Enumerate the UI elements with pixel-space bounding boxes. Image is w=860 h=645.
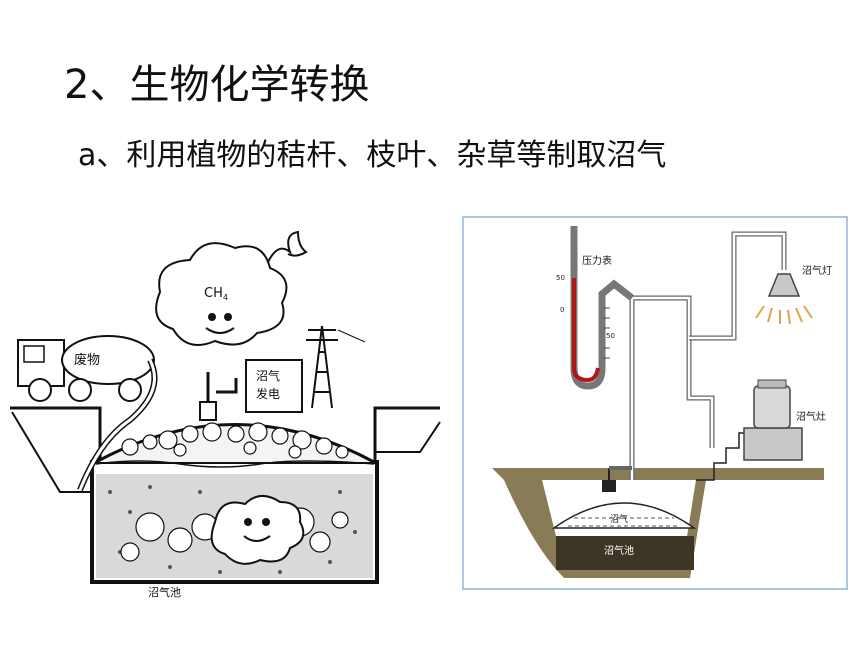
main-pipe-inner: [630, 296, 714, 480]
gauge-fluid: [572, 278, 600, 383]
slurry-surface: [95, 460, 375, 468]
biogas-cartoon-svg: 沼气 发电 CH4 废物 沼气池: [10, 230, 441, 599]
methane-cloud-smile: [205, 327, 235, 334]
generator-house: [245, 359, 303, 413]
generator-pipe: [216, 378, 238, 394]
biogas-system-svg: 沼气 沼气池 压力表 50 0 50 沼气灯: [492, 226, 832, 578]
stove-pot: [753, 385, 791, 429]
dome-dashes: [568, 517, 680, 527]
truck-wheel: [68, 378, 92, 402]
gas-valve: [199, 401, 217, 421]
methane-cloud-eye: [224, 313, 232, 321]
outlet-steps: [696, 432, 754, 481]
biogas-system-diagram: 沼气 沼气池 压力表 50 0 50 沼气灯: [462, 216, 848, 590]
truck-wheel: [118, 378, 142, 402]
biogas-cartoon-diagram: 沼气 发电 CH4 废物 沼气池: [0, 222, 445, 604]
truck-wheel: [28, 378, 52, 402]
gauge-tick-zero: 0: [560, 306, 564, 314]
dome-outlet-cap: [602, 480, 616, 492]
tank-cloud-eye: [262, 518, 270, 526]
gas-dome: [551, 502, 697, 529]
methane-label: CH4: [204, 286, 228, 302]
truck-tank: [61, 335, 155, 385]
generator-label-line2: 发电: [256, 386, 280, 401]
right-tank-label: 沼气池: [604, 544, 634, 557]
gauge-scale: [604, 307, 610, 359]
gauge-tube: [570, 226, 635, 390]
lamp-shade: [767, 273, 801, 297]
truck-label: 废物: [74, 352, 100, 368]
slide-title: 2、生物化学转换: [64, 62, 370, 108]
lamp-label: 沼气灯: [802, 264, 832, 277]
slide-subtitle: a、利用植物的秸杆、枝叶、杂草等制取沼气: [78, 138, 667, 173]
main-pipe: [629, 295, 715, 480]
slurry: [556, 536, 694, 570]
tank-cloud-eye: [244, 518, 252, 526]
power-tower: [306, 325, 338, 409]
gauge-tick-lower: 50: [606, 332, 615, 340]
tank-cloud-face: [210, 495, 305, 565]
dome-bubbles: [121, 422, 349, 459]
flame-curl: [267, 230, 308, 263]
soil-left-slope: [504, 480, 564, 578]
tank-cloud-smile: [243, 535, 271, 542]
left-tank-label: 沼气池: [148, 585, 181, 599]
generator-label-line1: 沼气: [256, 368, 280, 383]
stove-pot-lid: [757, 379, 787, 389]
lamp-rays: [755, 305, 813, 325]
lamp-pipe: [689, 231, 787, 341]
stove-base: [743, 427, 803, 461]
stove-label: 沼气灶: [796, 410, 826, 423]
power-line: [337, 329, 366, 343]
gauge-label: 压力表: [582, 254, 612, 267]
right-gas-label: 沼气: [610, 513, 628, 525]
truck-hose-inner: [78, 359, 156, 491]
right-outlet: [374, 412, 441, 453]
truck-window: [23, 345, 45, 363]
methane-cloud: [155, 242, 288, 346]
methane-cloud-eye: [208, 313, 216, 321]
left-slope: [11, 411, 92, 493]
gauge-tick-upper: 50: [556, 274, 565, 282]
lamp-pipe-inner: [689, 232, 786, 340]
